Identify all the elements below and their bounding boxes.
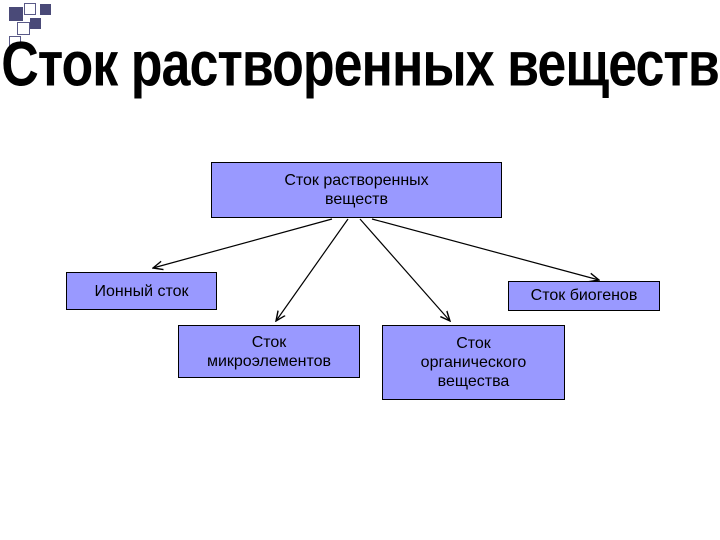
arrow-to-ionic xyxy=(153,218,333,268)
arrow-to-biogens xyxy=(371,218,599,280)
decor-square xyxy=(9,36,21,48)
node-organic-matter-runoff: Сток органического вещества xyxy=(382,325,565,400)
node-ionic-runoff: Ионный сток xyxy=(66,272,217,310)
node-dissolved-runoff: Сток растворенных веществ xyxy=(211,162,502,218)
decor-square xyxy=(17,22,30,35)
decor-square xyxy=(30,18,41,29)
slide-title: Сток растворенных веществ xyxy=(1,29,720,100)
arrow-to-micro xyxy=(276,218,349,321)
decor-square xyxy=(9,7,23,21)
node-biogen-runoff: Сток биогенов xyxy=(508,281,660,311)
arrow-to-organic xyxy=(359,218,450,321)
decor-square xyxy=(40,4,51,15)
node-microelement-runoff: Сток микроэлементов xyxy=(178,325,360,378)
decor-square xyxy=(24,3,36,15)
